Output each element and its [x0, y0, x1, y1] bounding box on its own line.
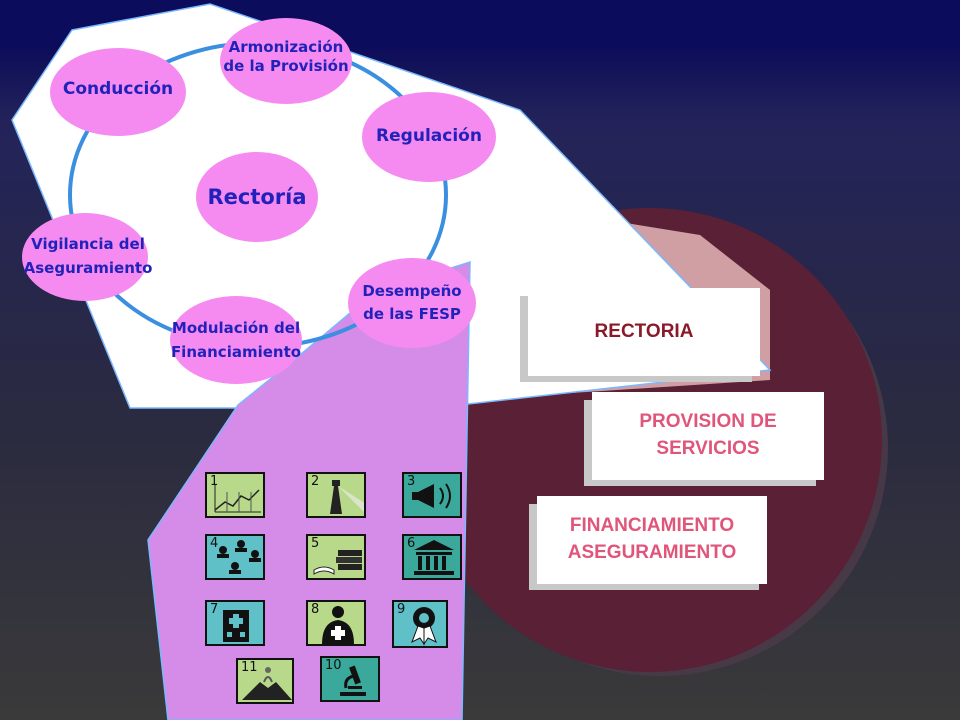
fesp-tile-5: 5	[306, 534, 366, 580]
fesp-tile-10-number: 10	[325, 658, 342, 673]
rectoria-box-label: RECTORIA	[594, 321, 694, 342]
fesp-tile-3: 3	[402, 472, 462, 518]
financiamiento-box: FINANCIAMIENTO ASEGURAMIENTO	[537, 496, 767, 584]
nurse-icon	[322, 606, 354, 644]
fesp-tile-6-number: 6	[407, 536, 416, 551]
fesp-tile-4: 4	[205, 534, 265, 580]
fesp-tile-6: 6	[402, 534, 462, 580]
fesp-tile-9-number: 9	[397, 602, 406, 617]
label-armonizacion: Armonización de la Provisión	[200, 38, 372, 76]
provision-box: PROVISION DE SERVICIOS	[592, 392, 824, 480]
medal-icon	[411, 607, 437, 646]
label-regulacion: Regulación	[376, 126, 482, 146]
people-icon	[217, 540, 261, 574]
fesp-tile-7: 7	[205, 600, 265, 646]
armonizacion-line-1: Armonización	[228, 38, 344, 56]
vigilancia-line-2: Aseguramiento	[23, 259, 153, 277]
microscope-icon	[340, 665, 366, 696]
label-vigilancia: Vigilancia del Aseguramiento	[4, 232, 172, 280]
megaphone-icon	[412, 483, 451, 509]
fesp-tile-11: 11	[236, 658, 294, 704]
desempeno-line-2: de las FESP	[363, 304, 461, 323]
label-rectoria-center: Rectoría	[207, 185, 307, 209]
oval-desempeno	[348, 258, 476, 348]
fesp-tile-4-number: 4	[210, 536, 219, 551]
modulacion-line-1: Modulación del	[171, 319, 301, 337]
armonizacion-line-2: de la Provisión	[223, 56, 349, 75]
oval-armonizacion	[220, 18, 352, 104]
label-conduccion: Conducción	[62, 79, 174, 99]
fesp-tile-3-number: 3	[407, 474, 416, 489]
desempeno-line-1: Desempeño	[362, 282, 462, 300]
oval-rectoria	[196, 152, 318, 242]
provision-line-1: PROVISION DE	[639, 411, 777, 433]
financiamiento-line-1: FINANCIAMIENTO	[569, 515, 735, 537]
volcano-icon	[242, 667, 292, 700]
label-desempeno: Desempeño de las FESP	[340, 280, 484, 325]
label-modulacion: Modulación del Financiamiento	[150, 316, 322, 364]
modulacion-line-2: Financiamiento	[170, 343, 302, 361]
fesp-tile-9: 9	[392, 600, 448, 648]
provision-line-2: SERVICIOS	[656, 438, 760, 459]
oval-regulacion	[362, 92, 496, 182]
rectoria-box: RECTORIA	[528, 288, 760, 376]
fesp-tile-2-number: 2	[311, 474, 320, 489]
building-icon	[414, 540, 454, 575]
oval-vigilancia	[22, 213, 148, 301]
oval-modulacion	[170, 296, 302, 384]
oval-conduccion	[50, 48, 186, 136]
fesp-tile-7-number: 7	[210, 602, 219, 617]
fesp-tile-5-number: 5	[311, 536, 320, 551]
fesp-tile-1: 1	[205, 472, 265, 518]
books-icon	[313, 550, 362, 575]
financiamiento-line-2: ASEGURAMIENTO	[567, 542, 737, 563]
fesp-tile-1-number: 1	[210, 474, 219, 489]
fesp-tile-8: 8	[306, 600, 366, 646]
fesp-tile-2: 2	[306, 472, 366, 518]
fesp-tile-10: 10	[320, 656, 380, 702]
hospital-icon	[223, 610, 249, 642]
fesp-tile-8-number: 8	[311, 602, 320, 617]
lighthouse-icon	[330, 480, 364, 514]
fesp-tile-11-number: 11	[241, 660, 258, 675]
chart-icon	[214, 484, 261, 513]
vigilancia-line-1: Vigilancia del	[31, 235, 145, 253]
